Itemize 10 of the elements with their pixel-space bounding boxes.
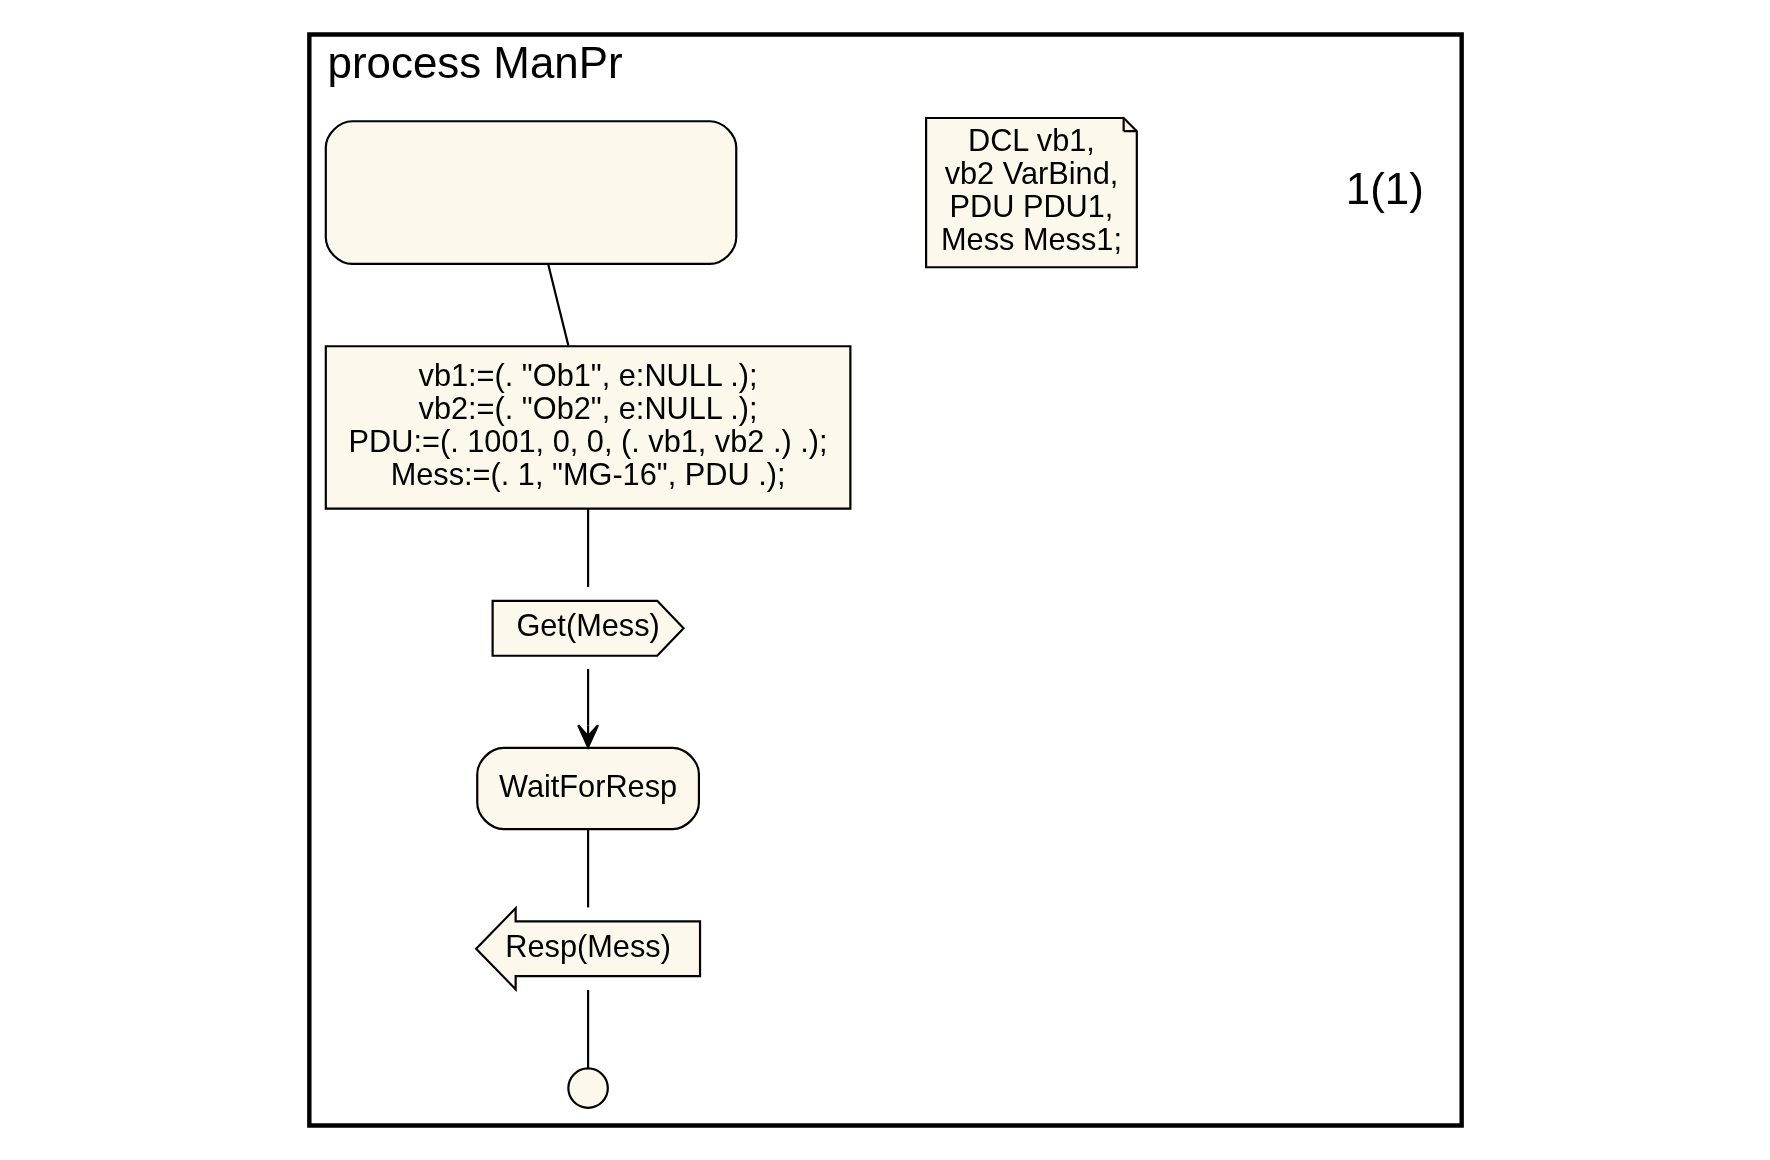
node-oval xyxy=(324,120,737,266)
connector xyxy=(586,509,589,587)
label: 1(1) xyxy=(1345,163,1424,213)
connector xyxy=(586,829,589,908)
node-cross xyxy=(566,1067,609,1109)
arrow xyxy=(576,669,599,749)
connector xyxy=(586,990,589,1069)
connector xyxy=(546,263,569,346)
node-box: WaitForResp xyxy=(475,746,700,831)
node-box: vb1:=(. "Ob1", e:NULL .); vb2:=(. "Ob2", e:NULL .); PDU:=(. 1001, 0, 0, (. vb1, vb2 .) .); Mess:=(. 1, "MG-16", PDU .); xyxy=(324,345,851,510)
